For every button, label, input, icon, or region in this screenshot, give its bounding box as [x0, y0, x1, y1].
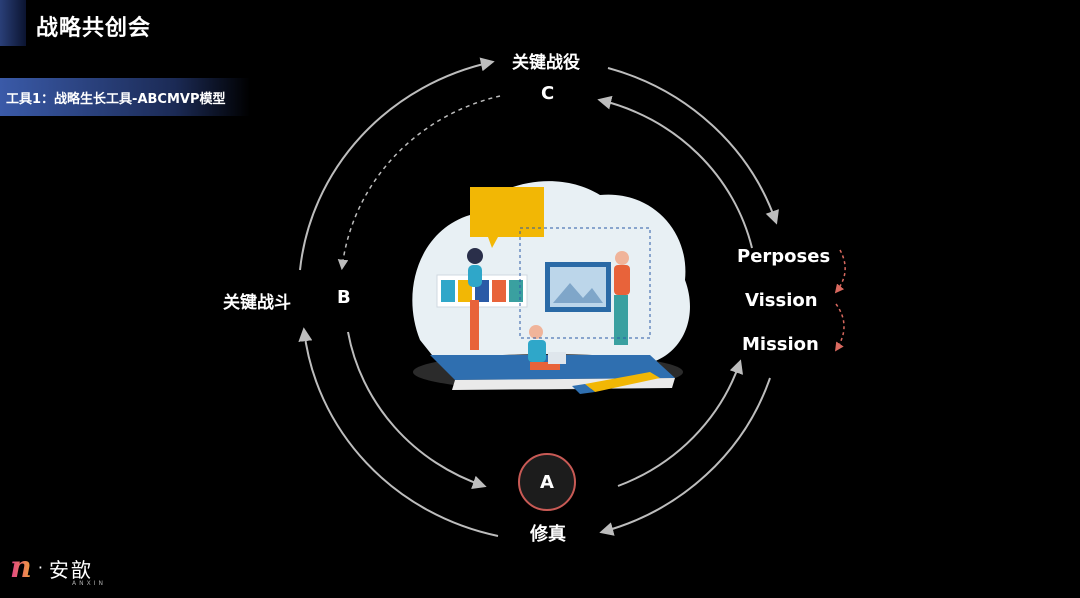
- arc-outer-right-bottom: [599, 377, 771, 536]
- node-c-letter: C: [541, 83, 555, 104]
- brand-mark-icon: n: [10, 550, 32, 585]
- arc-inner-bottom-left: [347, 331, 487, 490]
- brand-logo: n · 安歆 ANXIN: [10, 550, 103, 588]
- tool-banner-label: 工具1：战略生长工具-ABCMVP模型: [6, 91, 226, 107]
- node-a-circle: A: [518, 453, 576, 511]
- arc-inner-top-right: [597, 95, 753, 249]
- node-b-letter: B: [337, 287, 351, 308]
- tool-banner: 工具1：战略生长工具-ABCMVP模型: [0, 78, 250, 116]
- brand-name: 安歆: [48, 558, 93, 582]
- arc-outer-left-top: [299, 57, 495, 271]
- title-accent-bar: [0, 0, 26, 46]
- node-c-title: 关键战役: [512, 53, 580, 73]
- brand-sub: ANXIN: [72, 580, 106, 587]
- mvp-perposes: Perposes: [737, 246, 831, 267]
- arc-inner-bottom-right: [617, 359, 744, 487]
- red-arrow-2: [835, 303, 845, 352]
- node-b-title: 关键战斗: [223, 293, 291, 313]
- mvp-vission: Vission: [745, 290, 818, 311]
- arc-inner-top-left: [337, 95, 501, 271]
- arc-outer-right-top: [607, 67, 779, 225]
- node-a-letter: A: [540, 471, 554, 493]
- arc-outer-left-bottom: [298, 327, 499, 537]
- brand-dot: ·: [37, 558, 43, 577]
- center-illustration: [412, 181, 690, 394]
- mvp-mission: Mission: [742, 334, 819, 355]
- red-arrow-1: [834, 249, 846, 294]
- page-title: 战略共创会: [36, 16, 152, 41]
- node-a-title: 修真: [530, 524, 566, 545]
